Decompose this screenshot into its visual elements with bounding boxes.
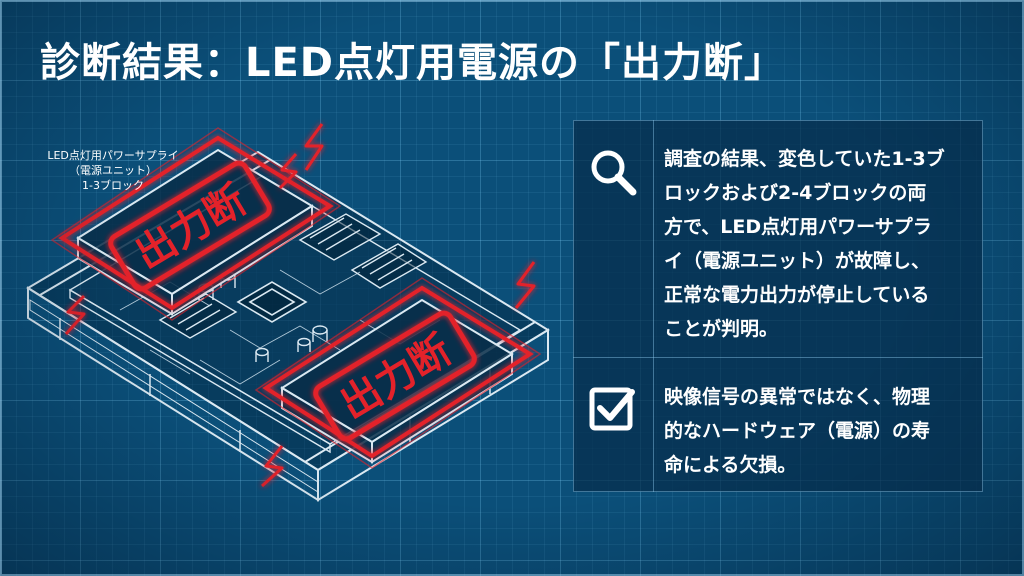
- finding-line: 命による欠損。: [664, 454, 797, 476]
- finding-investigation: 調査の結果、変色していた1-3ブ ロックおよび2-4ブロックの両 方で、LED点…: [664, 142, 945, 346]
- finding-line: 映像信号の異常ではなく、物理: [664, 386, 931, 408]
- device-label-line: LED点灯用パワーサプライ: [47, 149, 179, 162]
- finding-conclusion: 映像信号の異常ではなく、物理 的なハードウェア（電源）の寿 命による欠損。: [664, 380, 930, 482]
- spark-icon: [278, 153, 298, 190]
- finding-line: 的なハードウェア（電源）の寿: [664, 420, 931, 442]
- spark-icon: [64, 294, 86, 336]
- finding-line: ロックおよび2-4ブロックの両: [664, 182, 927, 204]
- spark-icon: [304, 123, 324, 171]
- device-label: LED点灯用パワーサプライ （電源ユニット） 1-3ブロック: [38, 148, 188, 193]
- spark-icon: [514, 261, 536, 309]
- finding-line: ことが判明。: [664, 318, 779, 340]
- device-label-line: （電源ユニット）: [69, 164, 157, 177]
- page-title: 診断結果：LED点灯用電源の「出力断」: [40, 40, 786, 86]
- search-icon: [591, 150, 637, 196]
- cpu-chip: [236, 281, 308, 323]
- ribbon-connectors: [158, 213, 428, 339]
- finding-line: 方で、LED点灯用パワーサプラ: [664, 216, 932, 238]
- check-icon: [589, 387, 635, 431]
- panel-column-divider: [653, 120, 654, 492]
- device-label-line: 1-3ブロック: [82, 179, 144, 192]
- finding-line: イ（電源ユニット）が故障し、: [664, 250, 931, 272]
- finding-line: 正常な電力出力が停止している: [664, 284, 930, 306]
- spark-icon: [260, 445, 284, 488]
- spark-icons: [64, 123, 536, 488]
- panel-row-divider: [573, 357, 983, 358]
- findings-panel: [573, 120, 983, 492]
- finding-line: 調査の結果、変色していた1-3ブ: [664, 148, 945, 170]
